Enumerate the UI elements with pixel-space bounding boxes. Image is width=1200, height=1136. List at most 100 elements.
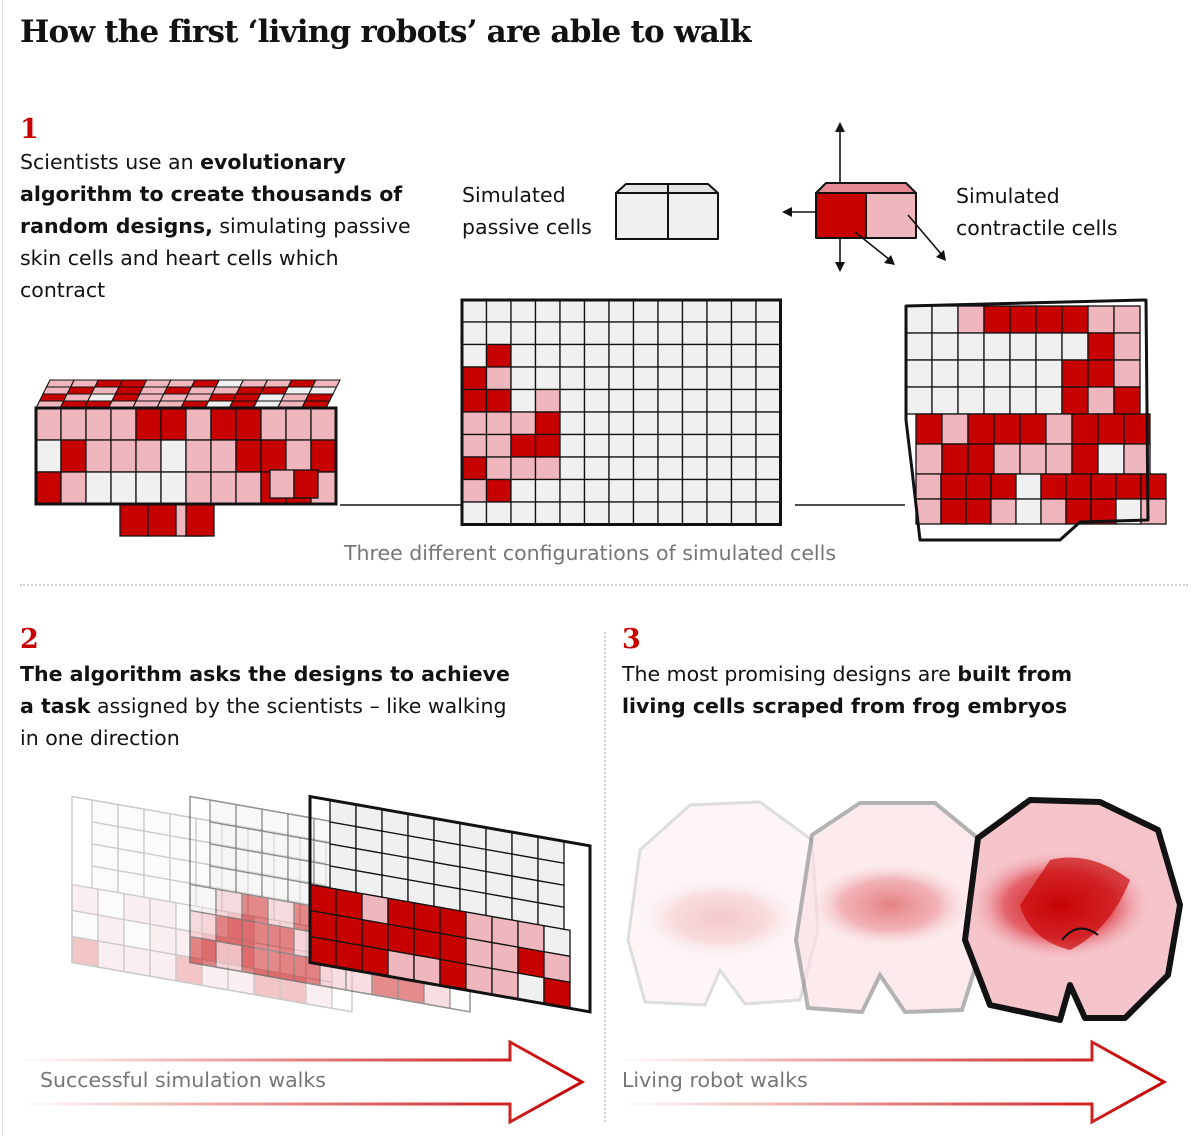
irregular-cell: [993, 413, 1021, 445]
slab-cell: [85, 407, 112, 441]
irregular-cell: [1113, 386, 1141, 415]
irregular-cell: [915, 413, 943, 445]
cube-cell: [657, 501, 684, 526]
slab-cell: [135, 439, 162, 473]
cube-cell: [608, 411, 635, 436]
walk-cell: [209, 821, 237, 850]
slab-cell: [160, 407, 187, 441]
cube-cell: [608, 366, 635, 391]
walk-cell: [387, 897, 415, 930]
walk-cell: [123, 944, 151, 977]
walk-cell: [221, 822, 249, 851]
irregular-cell: [1009, 305, 1037, 334]
cube-top-cell: [510, 299, 537, 323]
step-1-description: Scientists use an evolutionary algorithm…: [20, 146, 420, 306]
walk-cell: [117, 869, 145, 898]
cube-cell: [534, 388, 561, 413]
walk-cell: [117, 825, 145, 854]
legend-passive-label: Simulated passive cells: [462, 183, 592, 239]
cube-cell: [755, 433, 782, 458]
walk-cell: [117, 803, 145, 832]
cube-cell: [461, 456, 488, 481]
slab-top-cell: [111, 393, 141, 402]
cube-top-cell: [559, 299, 586, 323]
irregular-cell: [931, 359, 959, 388]
cube-cell: [583, 456, 610, 481]
walk-cell: [143, 808, 171, 837]
walk-cell: [299, 857, 327, 887]
cube-cell: [706, 411, 733, 436]
cube-cell: [510, 433, 537, 458]
cube-cell: [730, 501, 757, 526]
irregular-cell: [1015, 473, 1042, 500]
walk-cell: [221, 844, 249, 873]
cube-cell: [485, 478, 512, 503]
irregular-cell: [1123, 413, 1151, 445]
walk-cell: [247, 892, 275, 921]
cube-cell: [583, 478, 610, 503]
cube-cell: [632, 321, 659, 346]
slab-top-cell: [207, 393, 238, 402]
slab-top-cell: [166, 379, 196, 388]
walk-cell: [517, 946, 545, 979]
irregular-cell: [1009, 359, 1037, 388]
walk-cell: [143, 852, 171, 881]
walk-cell: [195, 817, 223, 846]
irregular-cell: [1087, 359, 1115, 388]
cube-cell: [632, 456, 659, 481]
slab-cell: [285, 439, 312, 473]
irregular-cell: [1087, 305, 1115, 334]
irregular-cell: [905, 305, 933, 334]
walk-cell: [169, 812, 197, 842]
cube-cell: [534, 343, 561, 368]
slab-top-cell: [311, 379, 341, 388]
slab-top-cell: [62, 393, 93, 402]
slab-cell: [285, 407, 312, 441]
irregular-cell: [941, 413, 969, 445]
irregular-cell: [1097, 413, 1125, 445]
walk-cell: [361, 892, 389, 925]
irregular-cell: [983, 332, 1011, 361]
cube-cell: [657, 388, 684, 413]
cube-cell: [559, 343, 586, 368]
cube-cell: [485, 433, 512, 458]
walk-cell: [413, 902, 441, 935]
cube-cell: [681, 366, 708, 391]
cube-cell: [559, 433, 586, 458]
walk-cell: [91, 799, 119, 828]
slab-top-cell: [159, 393, 189, 402]
slab-cell: [60, 407, 87, 441]
cube-cell: [583, 388, 610, 413]
slab-top-cell: [162, 386, 193, 395]
cube-cell: [706, 388, 733, 413]
irregular-cell: [1097, 443, 1125, 475]
irregular-cell: [1019, 413, 1047, 445]
cube-cell: [608, 433, 635, 458]
walk-cell: [169, 856, 197, 886]
slab-top-cell: [138, 386, 169, 395]
walk-cell: [543, 950, 571, 984]
cube-cell: [706, 343, 733, 368]
cube-cell: [681, 343, 708, 368]
cube-cell: [583, 501, 610, 526]
cube-cell: [681, 433, 708, 458]
irregular-cell: [1061, 386, 1089, 415]
walk-cell: [175, 928, 203, 961]
walk-cell: [305, 976, 333, 1010]
slab-cell: [185, 407, 212, 441]
passive-cell-icon: [615, 183, 719, 240]
cube-cell: [681, 478, 708, 503]
step-1-number: 1: [20, 114, 39, 145]
cube-top-cell: [632, 299, 659, 323]
walk-cell: [253, 915, 281, 948]
walk-cell: [209, 865, 237, 894]
configuration-slab: [34, 379, 341, 537]
walk-cell: [267, 949, 295, 982]
cube-cell: [706, 478, 733, 503]
walk-cell: [361, 918, 389, 951]
cube-cell: [730, 456, 757, 481]
cube-cell: [583, 366, 610, 391]
walk-cell: [195, 839, 223, 868]
slab-cell: [35, 407, 62, 441]
walk-cell: [91, 865, 119, 894]
